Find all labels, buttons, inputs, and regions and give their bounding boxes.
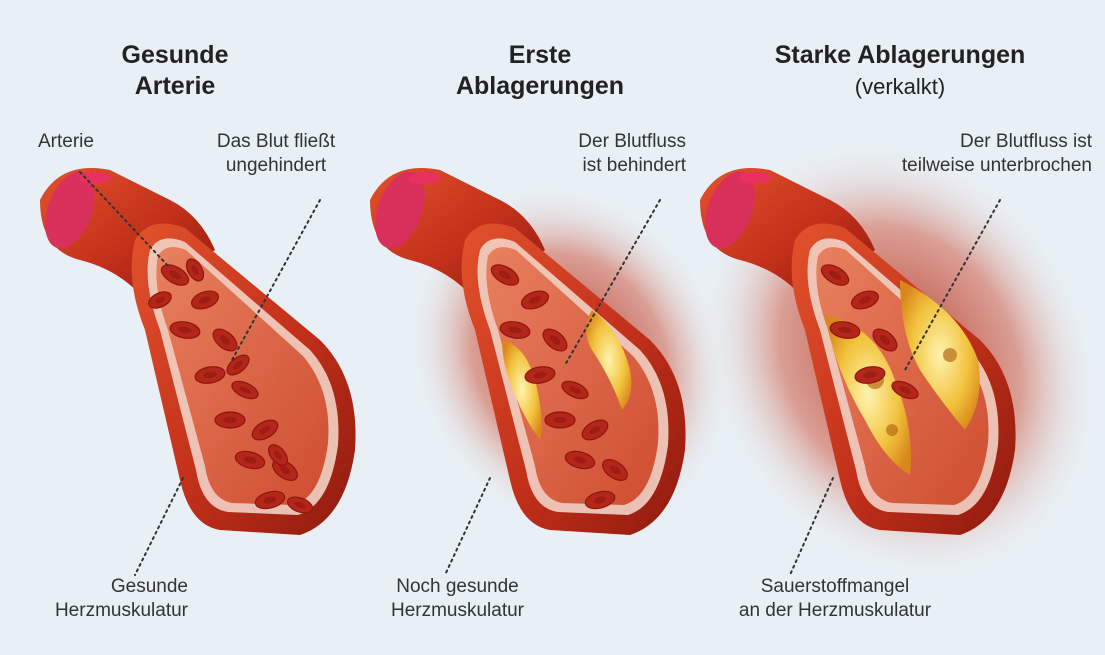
panel-3-callout-bottom-line-1: Sauerstoffmangel: [700, 575, 970, 599]
panel-2-title-line-1: Erste: [420, 40, 660, 71]
panel-2-title: Erste Ablagerungen: [420, 40, 660, 102]
panel-3-callout-top: Der Blutfluss ist teilweise unterbrochen: [820, 130, 1092, 178]
panel-3-callout-top-line-1: Der Blutfluss ist: [820, 130, 1092, 154]
artery-healthy: [36, 165, 356, 575]
panel-3-callout-top-line-2: teilweise unterbrochen: [820, 154, 1092, 178]
calcification-spot: [943, 348, 957, 362]
artery-group: [36, 165, 356, 535]
panel-2-callout-bottom: Noch gesunde Herzmuskulatur: [360, 575, 555, 623]
panel-2-callout-bottom-line-2: Herzmuskulatur: [360, 599, 555, 623]
blood-cell-center: [553, 417, 567, 423]
panel-1-callout-top-line-2: ungehindert: [190, 154, 362, 178]
blood-cell-center: [223, 417, 237, 423]
panel-2-callout-top: Der Blutfluss ist behindert: [500, 130, 686, 178]
callout-leader-line: [135, 478, 183, 575]
panel-1-callout-bottom: Gesunde Herzmuskulatur: [20, 575, 188, 623]
panel-3-callout-bottom: Sauerstoffmangel an der Herzmuskulatur: [700, 575, 970, 623]
vessel-rim-highlight: [79, 172, 111, 184]
panel-2-callout-bottom-line-1: Noch gesunde: [360, 575, 555, 599]
calcification-spot: [886, 424, 898, 436]
panel-2-callout-top-line-1: Der Blutfluss: [500, 130, 686, 154]
panel-3-title: Starke Ablagerungen (verkalkt): [730, 40, 1070, 102]
vessel-rim-highlight: [409, 172, 441, 184]
panel-2-callout-top-line-2: ist behindert: [500, 154, 686, 178]
panel-1-callout-top-line-1: Das Blut fließt: [190, 130, 362, 154]
panel-1-title: Gesunde Arterie: [80, 40, 270, 102]
panel-3-callout-bottom-line-2: an der Herzmuskulatur: [700, 599, 970, 623]
panel-1-callout-artery: Arterie: [38, 130, 94, 154]
panel-1-title-line-1: Gesunde: [80, 40, 270, 71]
panel-1-callout-top: Das Blut fließt ungehindert: [190, 130, 362, 178]
panel-1-callout-bottom-line-1: Gesunde: [20, 575, 188, 599]
panel-3-title-line-1: Starke Ablagerungen: [730, 40, 1070, 71]
panel-2-title-line-2: Ablagerungen: [420, 71, 660, 102]
vessel-rim-highlight: [739, 172, 771, 184]
panel-3-subtitle: (verkalkt): [730, 71, 1070, 102]
panel-1-callout-bottom-line-2: Herzmuskulatur: [20, 599, 188, 623]
panel-1-title-line-2: Arterie: [80, 71, 270, 102]
